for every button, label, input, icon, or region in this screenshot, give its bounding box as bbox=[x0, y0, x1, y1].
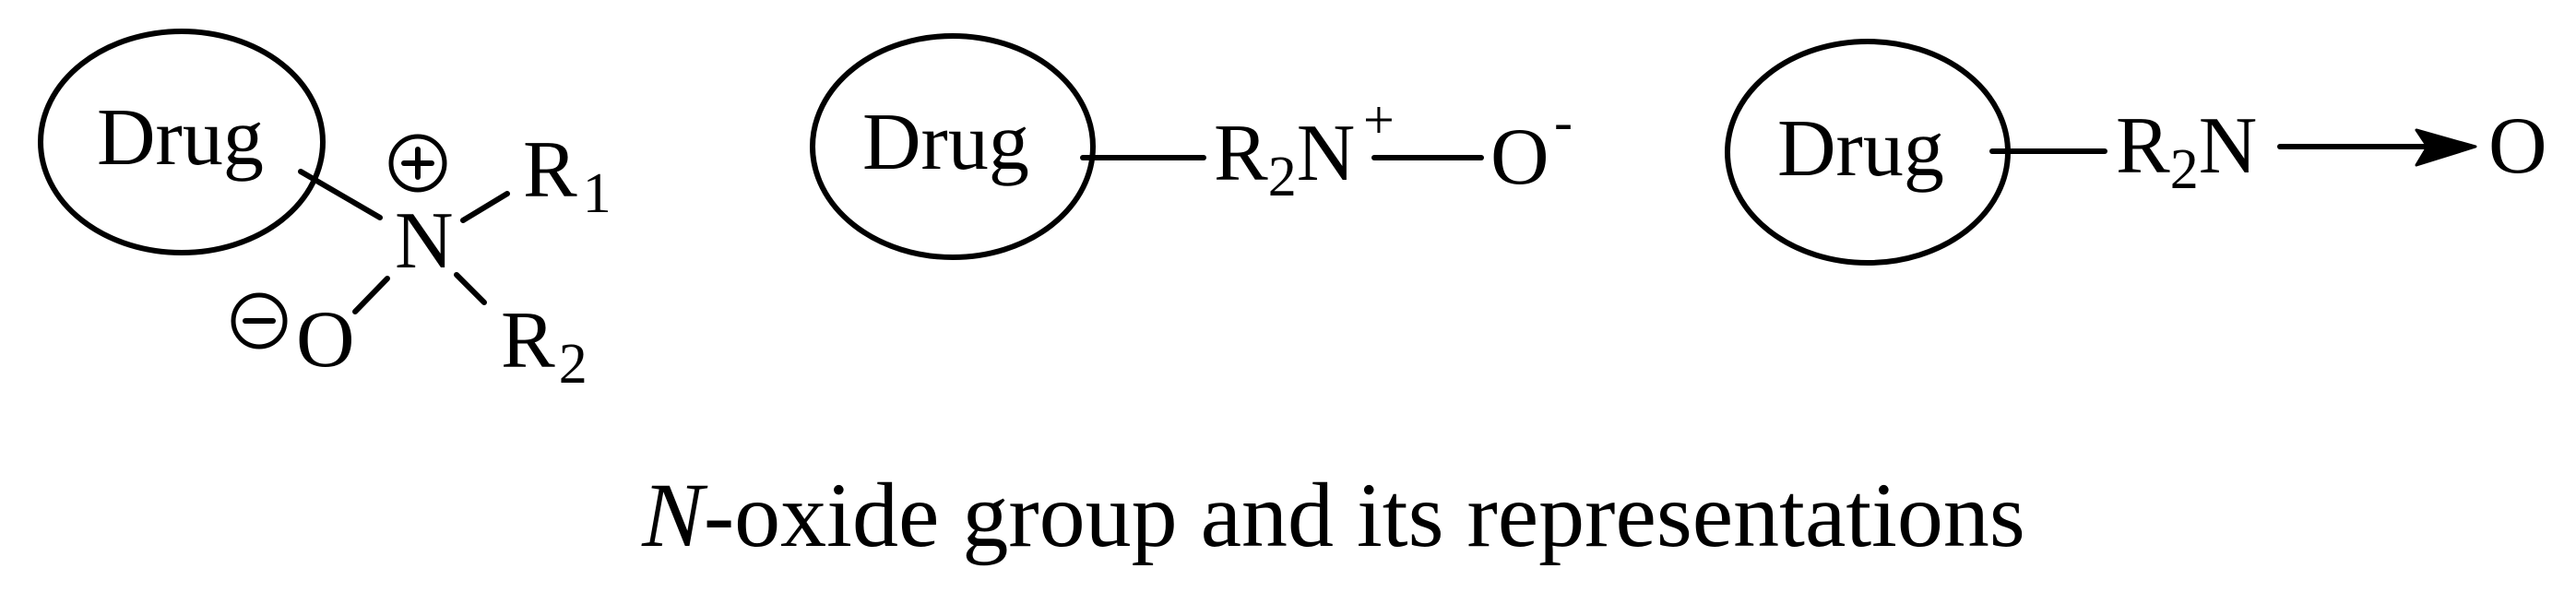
oxygen-atom: O bbox=[2488, 101, 2547, 191]
negative-charge-icon bbox=[231, 292, 288, 349]
r2n-group: R2N bbox=[1214, 109, 1355, 208]
structure-dative: Drug R2N O bbox=[1725, 39, 2547, 266]
figure-caption: N-oxide group and its representations bbox=[641, 464, 2025, 566]
drug-label: Drug bbox=[1777, 104, 1944, 194]
substituent-r2: R2 bbox=[501, 296, 588, 396]
drug-ellipse bbox=[38, 29, 326, 255]
drug-n-bond bbox=[298, 169, 383, 220]
drug-label: Drug bbox=[862, 98, 1029, 187]
structure-charge-separated: Drug R2N + O - bbox=[810, 33, 1573, 260]
r2n-group: R2N bbox=[2116, 101, 2257, 201]
n-r2-bond bbox=[454, 272, 487, 305]
n-r1-bond bbox=[460, 191, 510, 223]
positive-charge-sign: + bbox=[1363, 89, 1395, 150]
structure-tetrahedral: Drug N R1 R2 O bbox=[38, 29, 611, 396]
nitrogen-atom: N bbox=[395, 196, 454, 286]
n-o-bond bbox=[352, 276, 390, 314]
dative-arrow-icon bbox=[2277, 128, 2477, 167]
drug-label: Drug bbox=[97, 93, 264, 183]
oxygen-atom: O bbox=[296, 295, 355, 385]
negative-charge-sign: - bbox=[1554, 91, 1573, 152]
oxygen-atom: O bbox=[1490, 112, 1549, 202]
substituent-r1: R1 bbox=[523, 125, 611, 225]
positive-charge-icon bbox=[388, 134, 447, 193]
drug-ellipse bbox=[810, 33, 1096, 260]
